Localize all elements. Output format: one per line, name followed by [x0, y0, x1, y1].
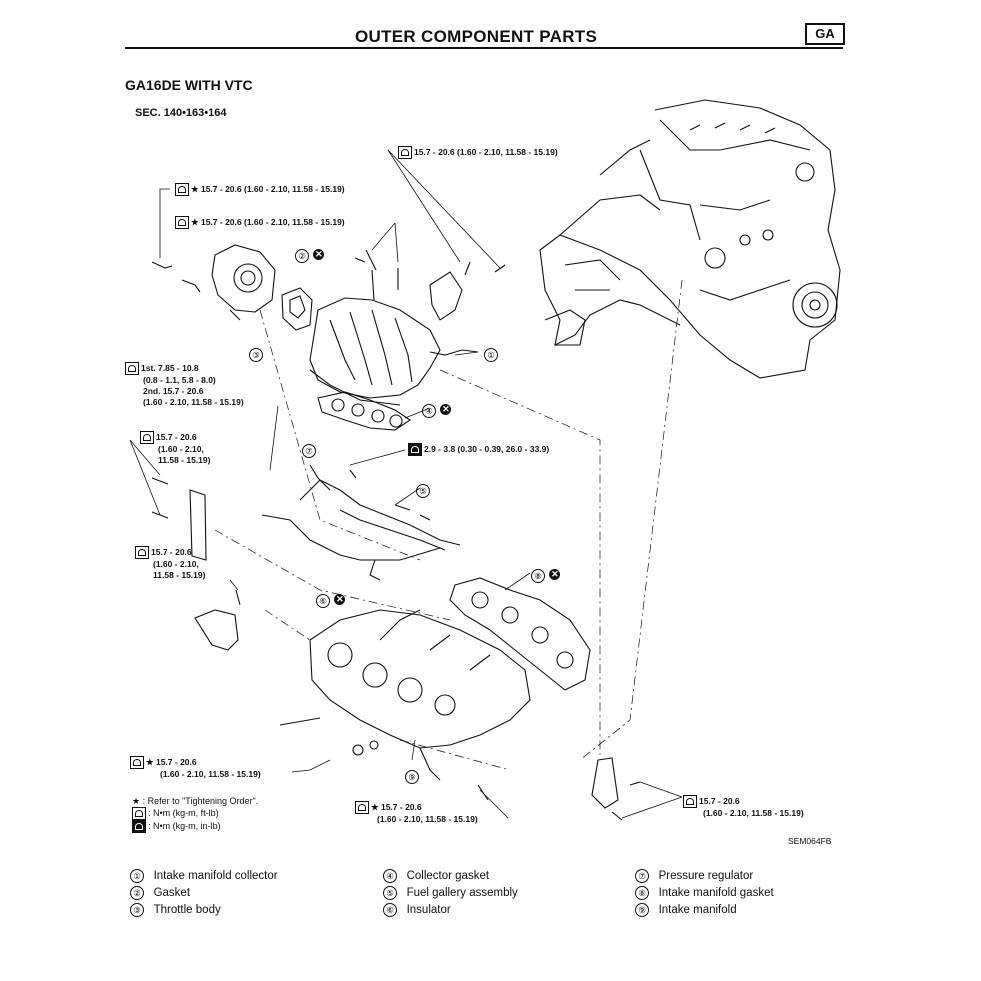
- legend-item-3: ③ Throttle body: [130, 903, 221, 917]
- replace-part-icon: ✕: [313, 249, 325, 261]
- torque-wrench-icon: [398, 146, 412, 159]
- torque-wrench-inlb-icon: [132, 820, 146, 834]
- torque-wrench-icon: [132, 807, 146, 821]
- legend-item-4: ④ Collector gasket: [383, 869, 489, 883]
- engine-block-drawing: [539, 99, 841, 379]
- part-marker-4: ④ ✕: [422, 401, 452, 419]
- legend-item-2: ② Gasket: [130, 886, 190, 900]
- legend-item-6: ⑥ Insulator: [383, 903, 451, 917]
- intake-manifold-drawing: [279, 609, 531, 781]
- part-marker-9: ⑨: [405, 767, 419, 785]
- legend-item-5: ⑤ Fuel gallery assembly: [383, 886, 518, 900]
- page-title: OUTER COMPONENT PARTS: [355, 27, 598, 46]
- part-marker-7: ⑦: [302, 441, 316, 459]
- part-marker-2: ② ✕: [295, 246, 325, 264]
- figure-code: SEM064FB: [788, 836, 832, 846]
- bracket-drawing: [429, 261, 506, 321]
- fuel-gallery-drawing: [261, 464, 461, 581]
- key-nm-in: : N•m (kg-m, in-lb): [148, 821, 221, 832]
- torque-wrench-icon: [355, 801, 369, 814]
- torque-wrench-icon: [125, 362, 139, 375]
- torque-callout-fuel: 2.9 - 3.8 (0.30 - 0.39, 26.0 - 33.9): [408, 443, 549, 456]
- torque-callout-left-low: 15.7 - 20.6 (1.60 - 2.10, 11.58 - 15.19): [135, 546, 205, 581]
- torque-wrench-icon: [175, 216, 189, 229]
- torque-callout-bottom-mid: ★ 15.7 - 20.6 (1.60 - 2.10, 11.58 - 15.1…: [355, 801, 478, 825]
- legend-item-9: ⑨ Intake manifold: [635, 903, 737, 917]
- replace-part-icon: ✕: [440, 404, 452, 416]
- left-bracket-drawing: [194, 609, 239, 651]
- leader-lines: [129, 149, 683, 819]
- part-marker-3: ③: [249, 345, 263, 363]
- left-plate-drawing: [189, 489, 207, 561]
- torque-wrench-icon: [140, 431, 154, 444]
- replace-part-icon: ✕: [549, 569, 561, 581]
- torque-callout-bottom-left: ★ 15.7 - 20.6 (1.60 - 2.10, 11.58 - 15.1…: [130, 756, 261, 780]
- torque-callout-bottom-right: 15.7 - 20.6 (1.60 - 2.10, 11.58 - 15.19): [683, 795, 804, 819]
- torque-callout-star1: ★ 15.7 - 20.6 (1.60 - 2.10, 11.58 - 15.1…: [175, 183, 345, 196]
- collector-drawing: [309, 249, 479, 406]
- collector-gasket-drawing: [317, 391, 411, 431]
- diagram-heading: GA16DE WITH VTC: [125, 77, 253, 93]
- torque-callout-star2: ★ 15.7 - 20.6 (1.60 - 2.10, 11.58 - 15.1…: [175, 216, 345, 229]
- torque-wrench-icon: [135, 546, 149, 559]
- section-reference: SEC. 140•163•164: [135, 107, 227, 119]
- gasket-drawing: [281, 287, 313, 331]
- right-bracket-drawing: [591, 757, 641, 821]
- key-star: ★ : Refer to "Tightening Order".: [132, 796, 259, 806]
- title-rule: [125, 47, 843, 49]
- intake-manifold-gasket-drawing: [449, 577, 591, 691]
- part-marker-5: ⑤: [416, 481, 430, 499]
- torque-callout-top: 15.7 - 20.6 (1.60 - 2.10, 11.58 - 15.19): [398, 146, 558, 159]
- torque-wrench-inlb-icon: [408, 443, 422, 456]
- part-marker-1: ①: [484, 345, 498, 363]
- alignment-lines: [214, 279, 683, 771]
- legend-item-8: ⑧ Intake manifold gasket: [635, 886, 774, 900]
- torque-wrench-icon: [130, 756, 144, 769]
- torque-callout-stage: 1st. 7.85 - 10.8 (0.8 - 1.1, 5.8 - 8.0) …: [125, 362, 244, 408]
- part-marker-6: ⑥ ✕: [316, 591, 346, 609]
- throttle-body-drawing: [151, 244, 276, 321]
- symbol-key: ★ : Refer to "Tightening Order". : N•m (…: [132, 795, 259, 834]
- torque-callout-left-mid: 15.7 - 20.6 (1.60 - 2.10, 11.58 - 15.19): [140, 431, 210, 466]
- torque-wrench-icon: [175, 183, 189, 196]
- replace-part-icon: ✕: [334, 594, 346, 606]
- legend-item-7: ⑦ Pressure regulator: [635, 869, 753, 883]
- torque-wrench-icon: [683, 795, 697, 808]
- legend-item-1: ① Intake manifold collector: [130, 869, 278, 883]
- part-marker-8: ⑧ ✕: [531, 566, 561, 584]
- key-nm: : N•m (kg-m, ft-lb): [148, 808, 219, 818]
- section-badge: GA: [805, 23, 845, 45]
